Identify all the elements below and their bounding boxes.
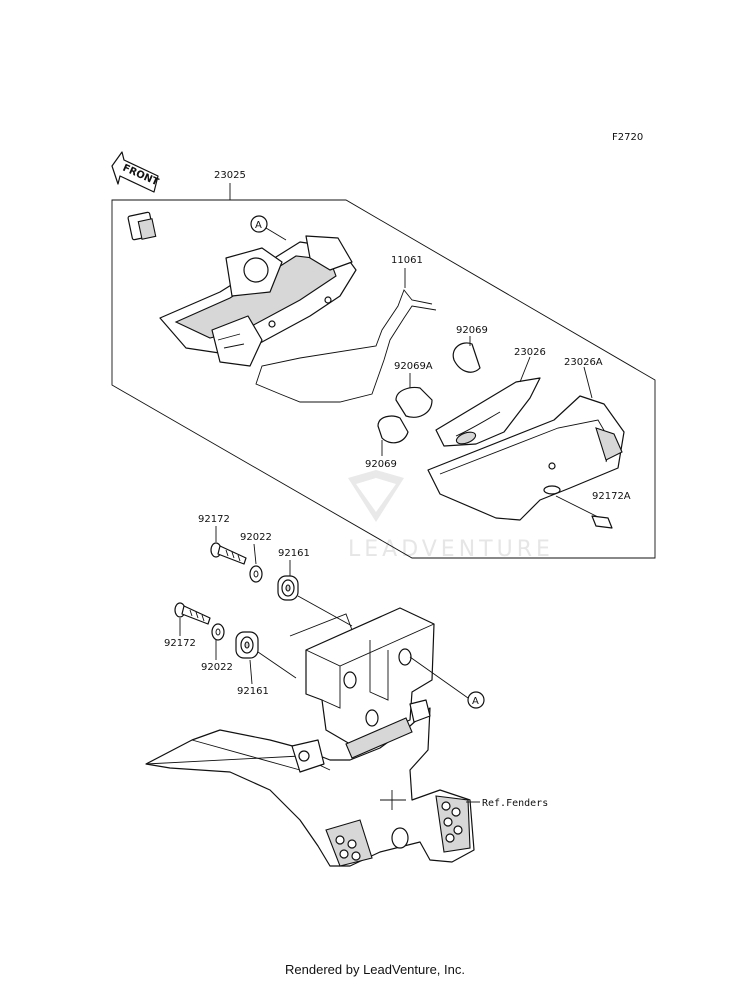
washer-lower-icon bbox=[211, 623, 225, 641]
ref-circle-a-bottom bbox=[467, 691, 485, 709]
grommet-upper-icon bbox=[277, 575, 299, 601]
screw-small-icon bbox=[555, 495, 613, 529]
bulb-upper-icon bbox=[452, 336, 481, 373]
figure-code: F2720 bbox=[612, 132, 643, 143]
callout-23025[interactable]: 23025 bbox=[214, 170, 246, 181]
front-arrow-icon: FRONT bbox=[111, 151, 160, 193]
lens-part bbox=[435, 377, 541, 447]
callout-92172a[interactable]: 92172A bbox=[592, 491, 631, 502]
callout-92069-upper[interactable]: 92069 bbox=[456, 325, 488, 336]
bolt-lower-icon bbox=[174, 602, 211, 625]
footer-credit: Rendered by LeadVenture, Inc. bbox=[285, 962, 465, 977]
assembly-box bbox=[111, 199, 656, 559]
bulb-mid-icon bbox=[395, 373, 433, 418]
callout-23026a[interactable]: 23026A bbox=[564, 357, 603, 368]
grommet-lower-icon bbox=[235, 631, 259, 659]
callout-92069-lower[interactable]: 92069 bbox=[365, 459, 397, 470]
mounting-bracket bbox=[289, 607, 435, 745]
fender-part bbox=[145, 699, 475, 867]
tail-light-assembly bbox=[159, 235, 357, 367]
bulb-lower-icon bbox=[377, 415, 409, 456]
bolt-upper-icon bbox=[210, 542, 247, 565]
callout-92161-upper[interactable]: 92161 bbox=[278, 548, 310, 559]
connector-icon bbox=[127, 211, 225, 264]
callout-92172-upper[interactable]: 92172 bbox=[198, 514, 230, 525]
washer-upper-icon bbox=[249, 565, 263, 583]
ref-a-top: A bbox=[255, 220, 262, 231]
callout-92172-lower[interactable]: 92172 bbox=[164, 638, 196, 649]
callout-92022-lower[interactable]: 92022 bbox=[201, 662, 233, 673]
callout-92161-lower[interactable]: 92161 bbox=[237, 686, 269, 697]
callout-11061[interactable]: 11061 bbox=[391, 255, 423, 266]
housing-part bbox=[427, 395, 625, 521]
ref-a-bottom: A bbox=[472, 696, 479, 707]
callout-23026[interactable]: 23026 bbox=[514, 347, 546, 358]
wire-harness bbox=[255, 289, 437, 403]
callout-92069a[interactable]: 92069A bbox=[394, 361, 433, 372]
ref-fenders[interactable]: Ref.Fenders bbox=[482, 798, 548, 809]
ref-circle-a-top bbox=[250, 215, 268, 233]
callout-92022-upper[interactable]: 92022 bbox=[240, 532, 272, 543]
